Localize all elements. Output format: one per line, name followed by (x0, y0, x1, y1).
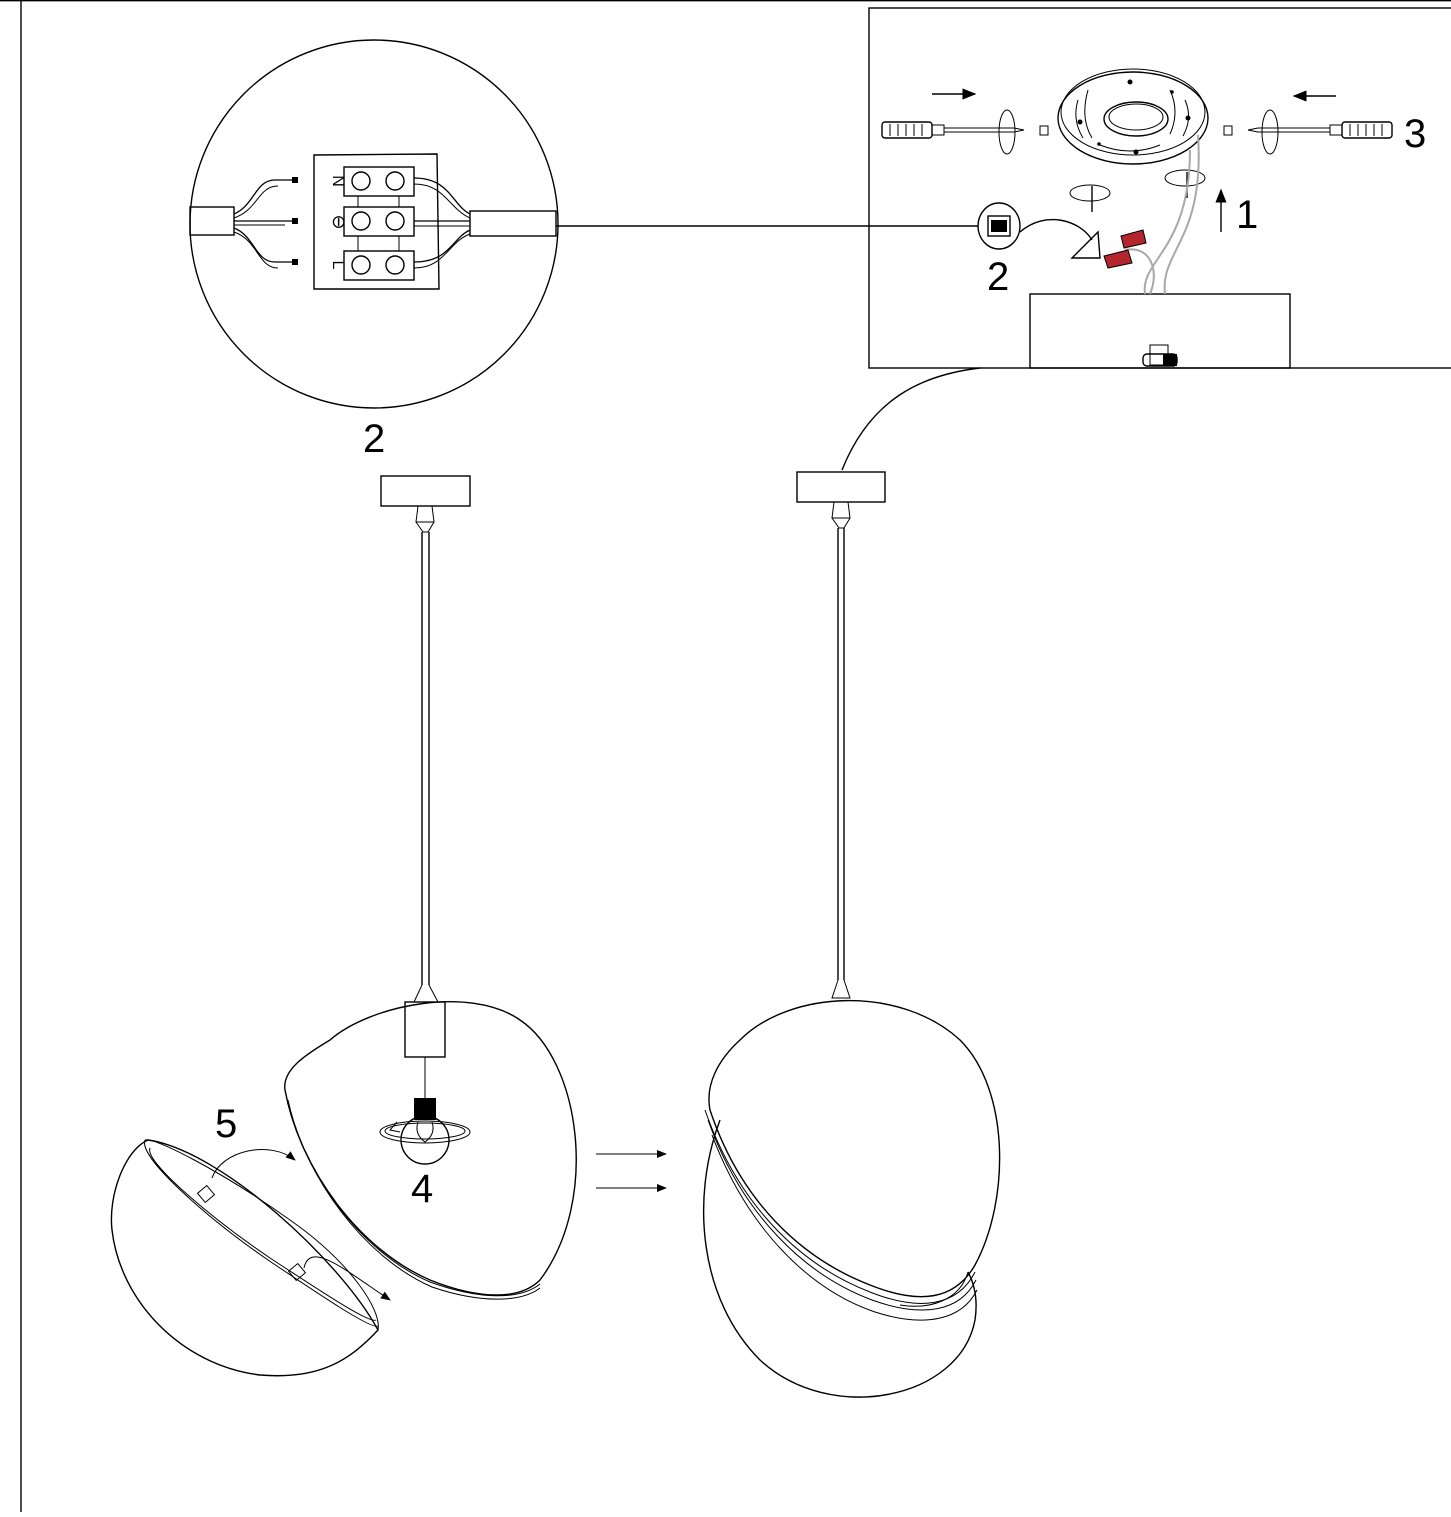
step-5-label: 5 (215, 1102, 237, 1146)
step-2-detail-label: 2 (363, 417, 385, 461)
step-2-inset-label: 2 (987, 255, 1009, 299)
mounting-inset-panel (868, 7, 1451, 369)
mains-wires (1124, 134, 1200, 295)
pendant-lamp-assembled (702, 471, 1001, 1398)
wire-connectors (1103, 229, 1147, 269)
terminal-block-small-icon (977, 202, 1021, 250)
insert-arrow (1019, 218, 1101, 259)
step-4-label: 4 (411, 1167, 433, 1211)
lower-shade-half (110, 1139, 379, 1377)
terminal-block-detail (189, 39, 559, 409)
ceiling-canopy (1029, 293, 1291, 369)
callout-lines (556, 225, 981, 471)
terminal-label-n: N (329, 175, 346, 187)
light-bulb-icon (379, 1098, 471, 1165)
step-1-label: 1 (1236, 193, 1258, 237)
attach-arrows (211, 1149, 391, 1301)
result-arrows (596, 1150, 667, 1192)
pendant-lamp-open (284, 475, 577, 1300)
mounting-bracket (1057, 68, 1209, 165)
terminal-label-l: L (329, 261, 346, 270)
screwdriver-left-icon (881, 88, 1049, 155)
step-3-label: 3 (1404, 112, 1426, 156)
screwdriver-right-icon (1223, 90, 1393, 155)
terminal-label-earth: ⊖ (329, 214, 349, 229)
ceiling-screws-icon (1069, 169, 1206, 212)
